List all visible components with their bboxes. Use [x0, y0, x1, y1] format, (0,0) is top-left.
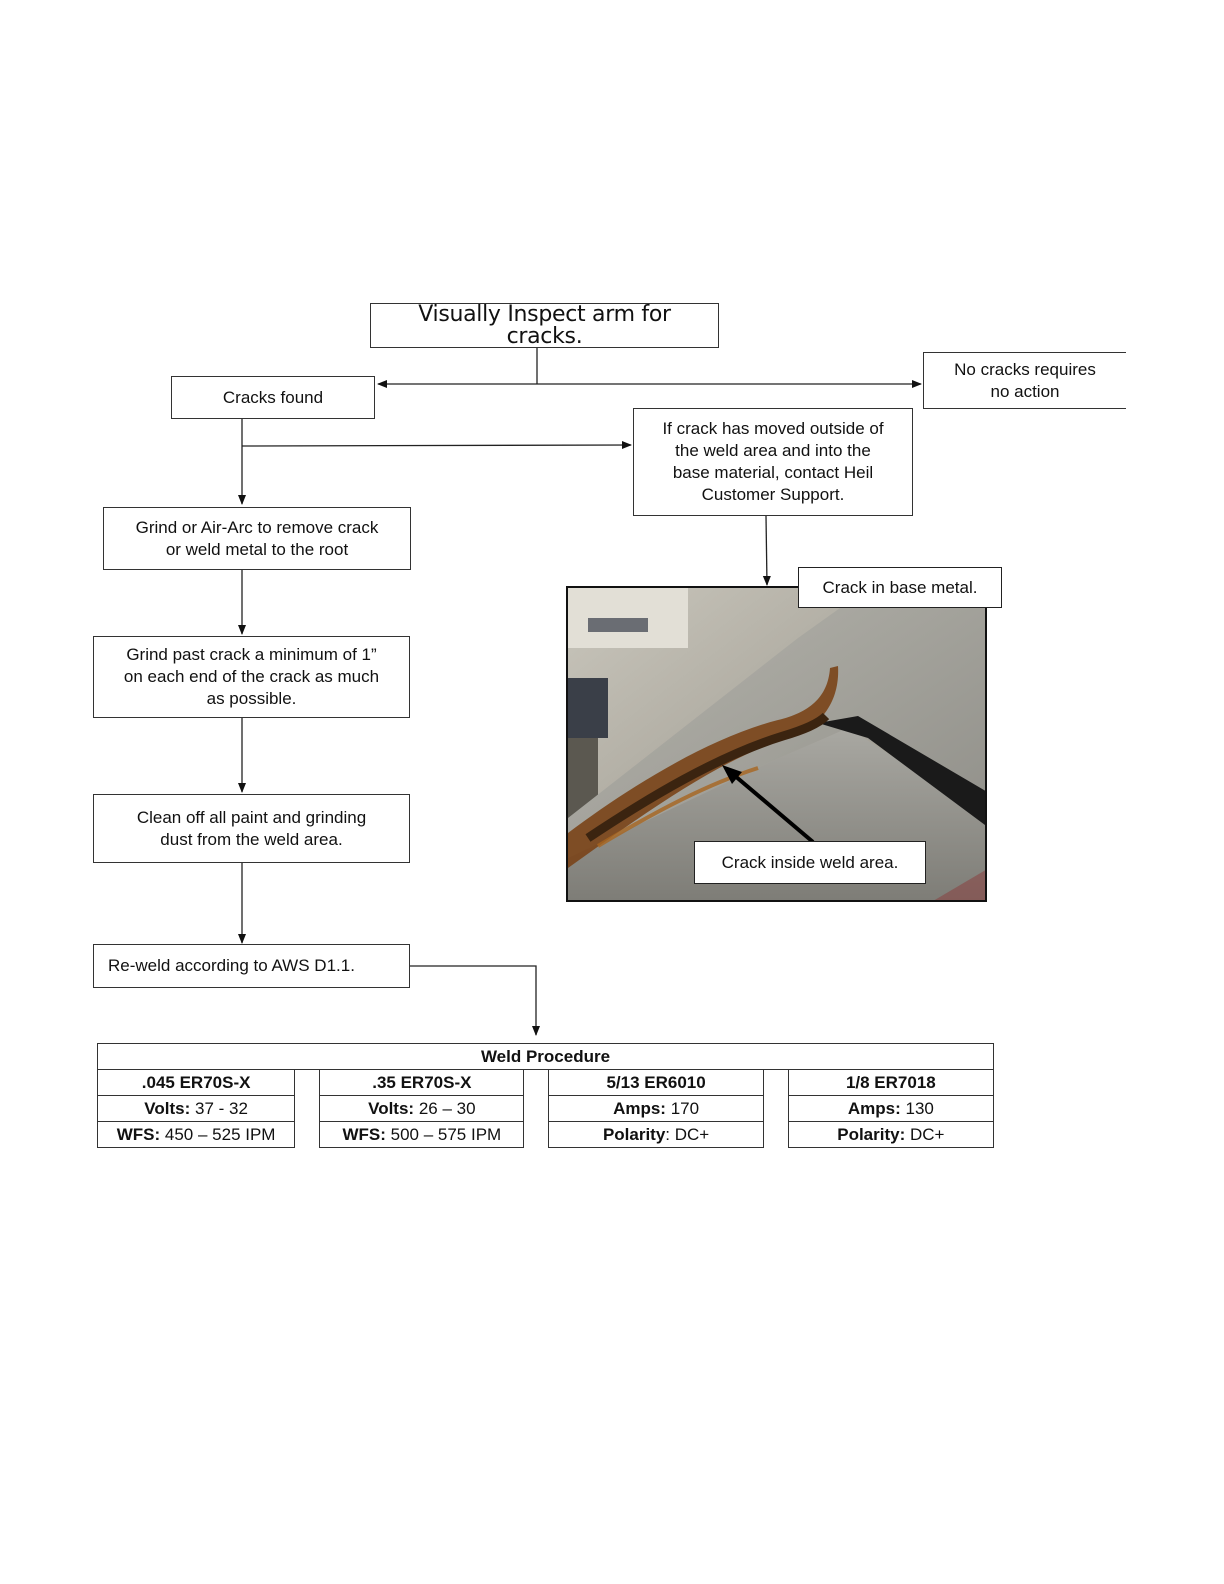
reweld-label: Re-weld according to AWS D1.1.: [108, 956, 355, 975]
callout-base-metal: Crack in base metal.: [798, 567, 1002, 608]
grind-remove-label: Grind or Air-Arc to remove crack or weld…: [135, 517, 379, 559]
weld-cell: WFS: 450 – 525 IPM: [96, 1121, 296, 1148]
callout-base-metal-label: Crack in base metal.: [822, 577, 978, 597]
clean-off-label: Clean off all paint and grinding dust fr…: [136, 807, 367, 849]
weld-procedure-row: Volts: 37 - 32 Volts: 26 – 30 Amps: 170 …: [96, 1095, 995, 1122]
cracks-found-box: Cracks found: [171, 376, 375, 419]
weld-cell: WFS: 500 – 575 IPM: [319, 1121, 525, 1148]
cracks-found-label: Cracks found: [222, 387, 324, 407]
weld-cell: Volts: 26 – 30: [319, 1095, 525, 1122]
weld-cell: Polarity: DC+: [787, 1121, 995, 1148]
grind-past-box: Grind past crack a minimum of 1” on each…: [93, 636, 410, 718]
clean-off-box: Clean off all paint and grinding dust fr…: [93, 794, 410, 863]
start-label: Visually Inspect arm for cracks.: [418, 301, 671, 349]
arrow-to-photo: [762, 515, 771, 586]
weld-cell: Volts: 37 - 32: [96, 1095, 296, 1122]
moved-outside-box: If crack has moved outside of the weld a…: [633, 408, 913, 516]
moved-outside-label: If crack has moved outside of the weld a…: [662, 419, 884, 504]
weld-cell: Amps: 170: [548, 1095, 764, 1122]
weld-cell: Amps: 130: [787, 1095, 995, 1122]
weld-procedure-title-row: Weld Procedure: [97, 1043, 994, 1070]
weld-procedure-row: WFS: 450 – 525 IPM WFS: 500 – 575 IPM Po…: [96, 1121, 995, 1148]
weld-col-heading: .045 ER70S-X: [96, 1069, 296, 1096]
callout-weld-area-label: Crack inside weld area.: [721, 852, 899, 872]
no-cracks-label: No cracks requires no action: [954, 359, 1096, 401]
reweld-box: Re-weld according to AWS D1.1.: [93, 944, 410, 988]
weld-procedure-title: Weld Procedure: [97, 1043, 994, 1070]
weld-cell: Polarity: DC+: [548, 1121, 764, 1148]
grind-remove-box: Grind or Air-Arc to remove crack or weld…: [103, 507, 411, 570]
grind-past-label: Grind past crack a minimum of 1” on each…: [123, 645, 380, 708]
weld-col-heading: 1/8 ER7018: [787, 1069, 995, 1096]
weld-procedure-table: Weld Procedure .045 ER70S-X .35 ER70S-X …: [96, 1043, 995, 1148]
no-cracks-box: No cracks requires no action: [923, 352, 1126, 409]
start-box: Visually Inspect arm for cracks.: [370, 303, 719, 348]
callout-weld-area: Crack inside weld area.: [694, 841, 926, 884]
weld-col-heading: 5/13 ER6010: [548, 1069, 764, 1096]
weld-col-heading: .35 ER70S-X: [319, 1069, 525, 1096]
arrow-to-moved-outside: [241, 441, 632, 450]
arrow-to-weld-procedure: [410, 965, 540, 1036]
weld-procedure-heading-row: .045 ER70S-X .35 ER70S-X 5/13 ER6010 1/8…: [96, 1069, 995, 1096]
